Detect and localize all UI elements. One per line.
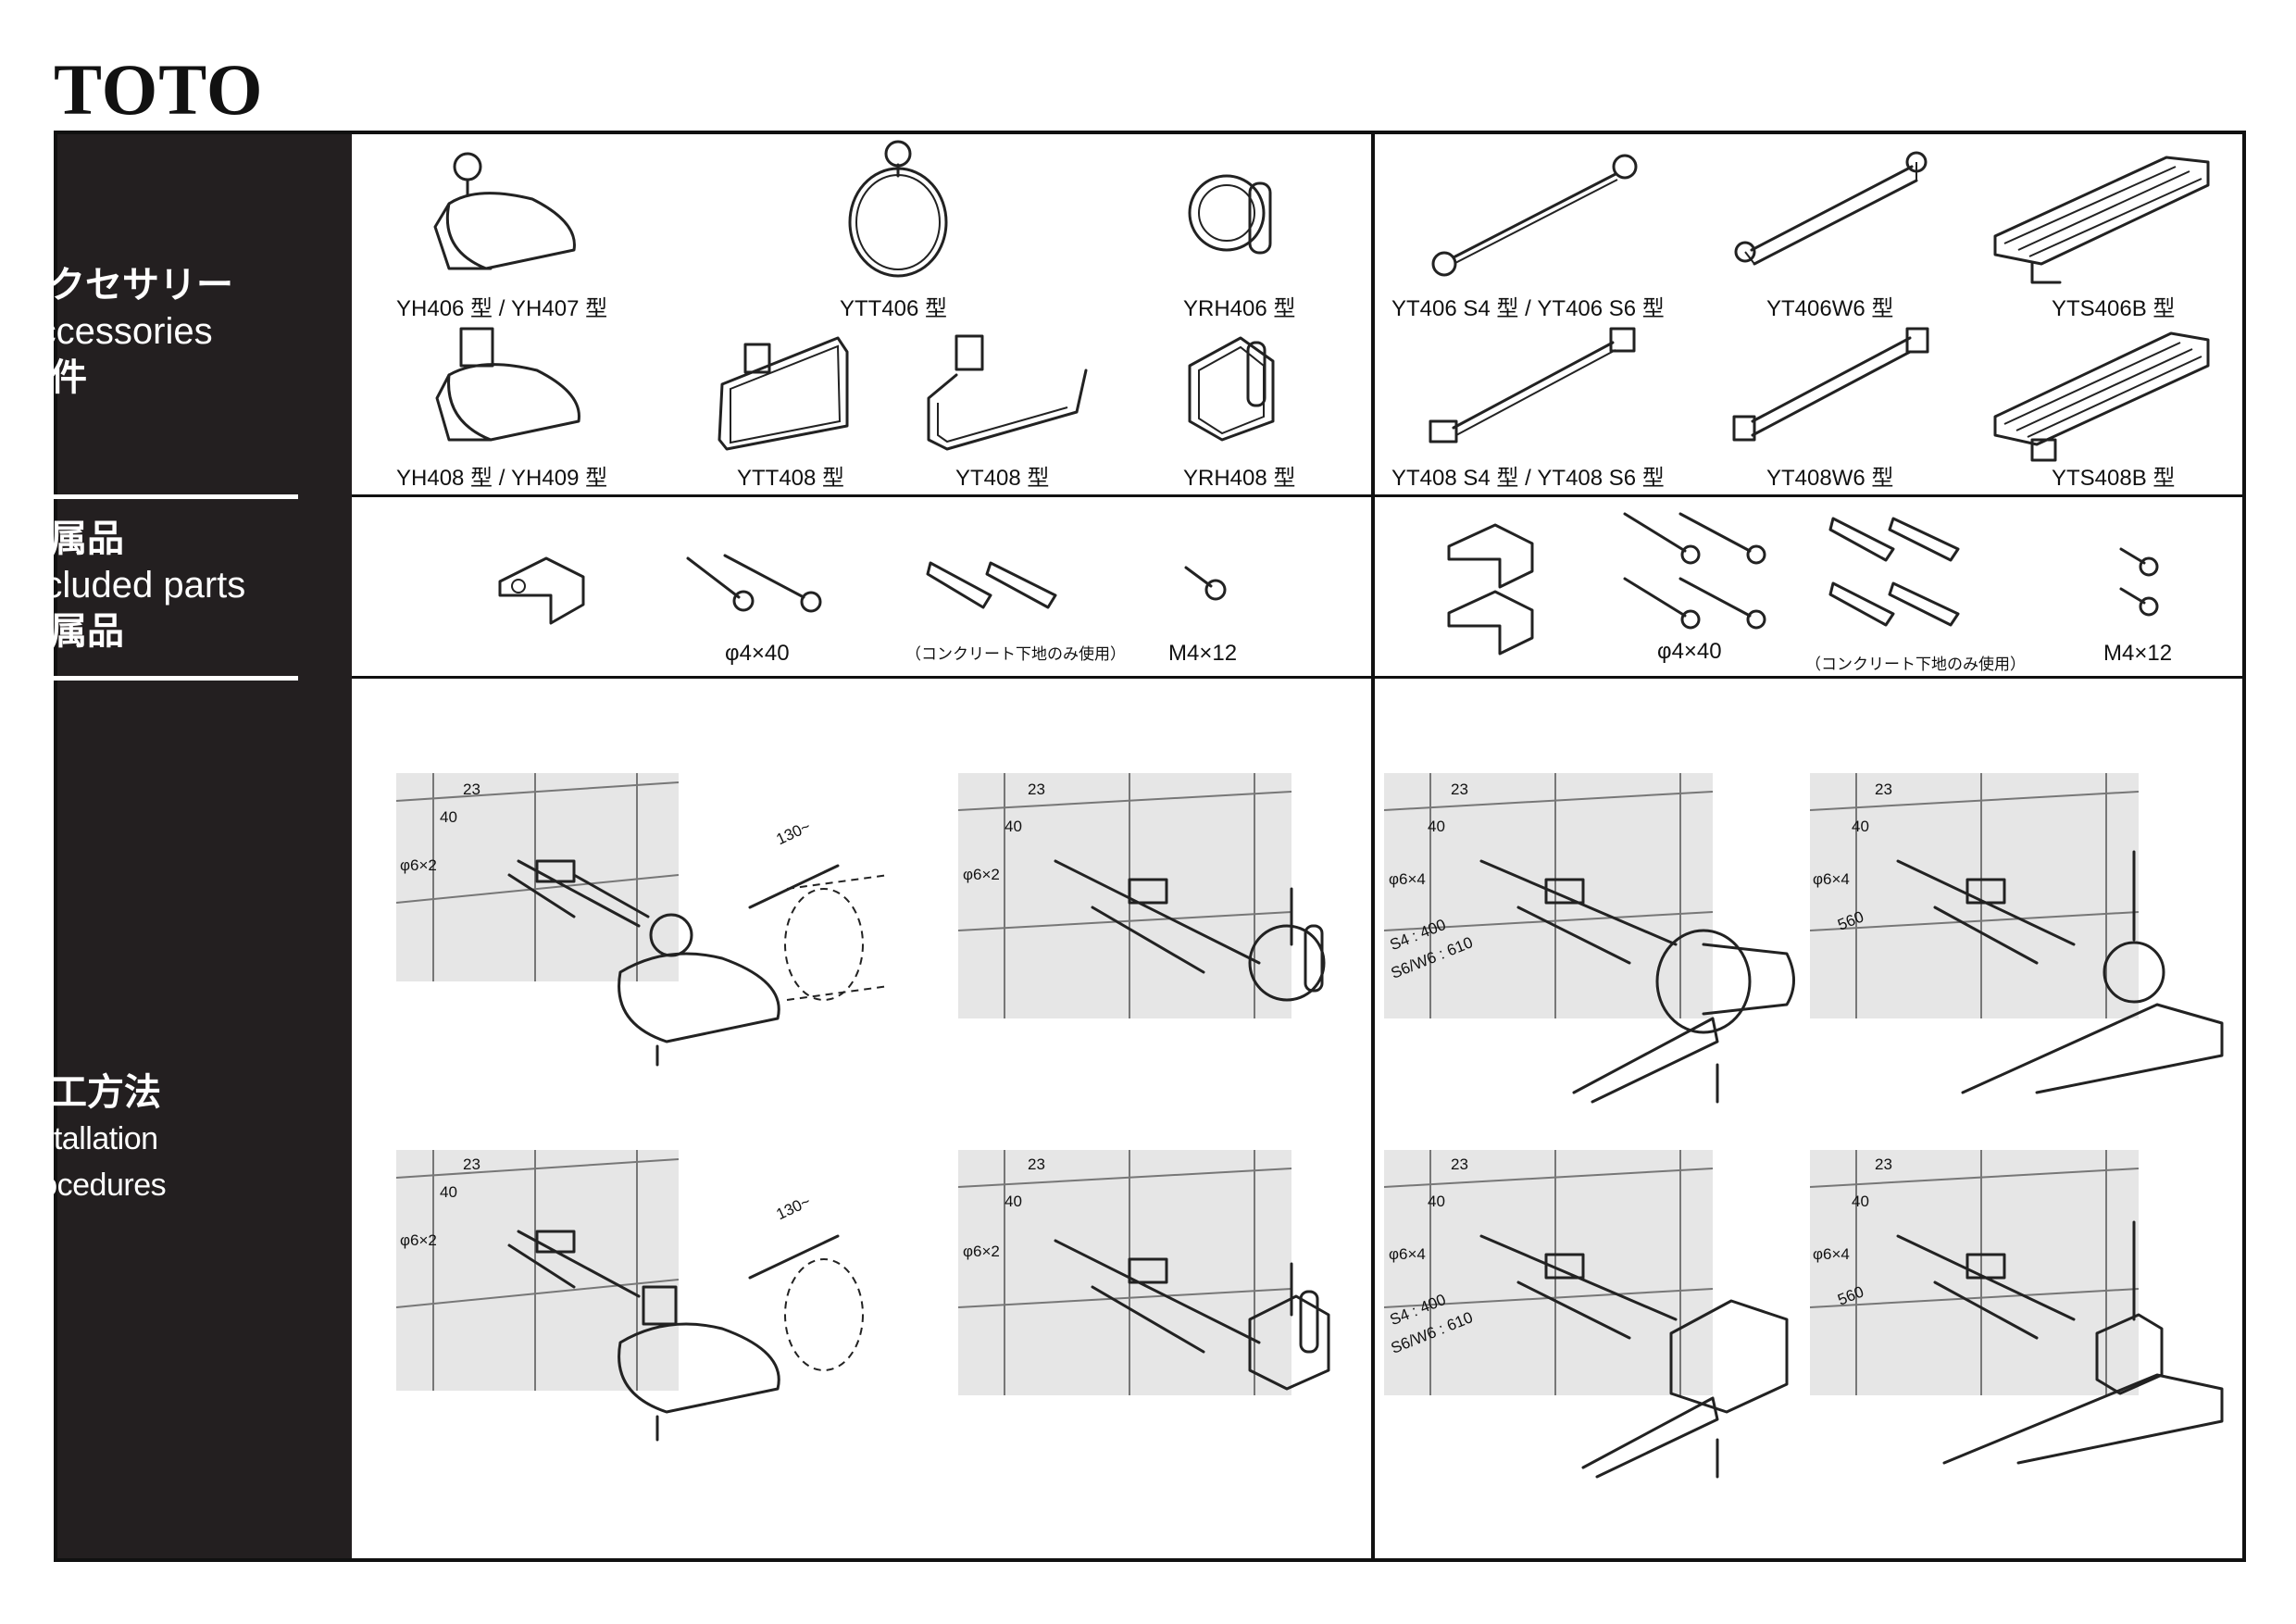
wall-tile-panel [396, 1150, 679, 1391]
wall-tile-panel [1384, 1150, 1713, 1395]
robe-hook-square-illustration [1188, 336, 1275, 442]
wall-anchor-set-icon [1828, 517, 1960, 627]
robe-hook-install-illustration [1054, 1239, 1330, 1391]
install-en: Installation procedures [13, 1121, 167, 1203]
paper-holder-install-illustration [507, 859, 890, 1067]
dimension-label: 40 [440, 1183, 457, 1201]
model-label: YT406 S4 型 / YT406 S6 型 [1391, 296, 1665, 321]
install-ja: 施工方法 [13, 1072, 161, 1113]
dimension-label: 23 [1875, 1156, 1892, 1173]
main-frame [54, 131, 2246, 1562]
hole-spec-label: φ6×2 [963, 866, 1000, 883]
towel-bar-install-illustration [1479, 1234, 1789, 1479]
parts-zh: 附属品 [13, 611, 124, 652]
towel-bar-install-illustration [1479, 859, 1795, 1104]
hole-spec-label: φ6×2 [963, 1243, 1000, 1260]
sidebar [54, 131, 352, 1562]
screw-size-label: φ4×40 [1657, 639, 1722, 664]
robe-hook-install-illustration [1054, 859, 1326, 1002]
dimension-label: 40 [1852, 1193, 1869, 1210]
wood-screw-icon [686, 554, 822, 613]
model-label: YT408 S4 型 / YT408 S6 型 [1391, 466, 1665, 491]
machine-bolt-icon [1184, 566, 1227, 601]
dimension-label: 40 [1428, 818, 1445, 835]
accessories-en: Accessories [13, 311, 213, 352]
robe-hook-round-illustration [1188, 174, 1272, 255]
dimension-label: 40 [1004, 818, 1022, 835]
dimension-label: 23 [1451, 781, 1468, 798]
dimension-label: 23 [1875, 781, 1892, 798]
dimension-label: 40 [1428, 1193, 1445, 1210]
double-towel-bar-round-illustration [1734, 151, 1928, 266]
model-label: YTT406 型 [840, 296, 948, 321]
towel-bar-round-illustration [1431, 154, 1638, 277]
double-towel-bar-square-illustration [1732, 327, 1929, 442]
dimension-label: 23 [1028, 781, 1045, 798]
mounting-bracket-pair-icon [1447, 523, 1534, 656]
model-label: YH408 型 / YH409 型 [396, 466, 608, 491]
towel-shelf-install-illustration [1896, 1220, 2224, 1465]
sidebar-divider [0, 676, 298, 681]
towel-shelf-install-illustration [1896, 850, 2224, 1094]
screw-size-label: φ4×40 [725, 641, 790, 666]
model-label: YTS406B 型 [2052, 296, 2176, 321]
towel-shelf-square-illustration [1993, 331, 2210, 462]
bolt-size-label: M4×12 [1168, 641, 1238, 666]
towel-shelf-round-illustration [1993, 156, 2210, 284]
dimension-label: 23 [463, 1156, 480, 1173]
model-label: YT408 型 [955, 466, 1050, 491]
towel-ring-square-illustration [718, 336, 849, 451]
dimension-label: 40 [1004, 1193, 1022, 1210]
sidebar-divider [0, 494, 298, 499]
toto-logo: TOTO [54, 49, 264, 130]
wall-anchor-icon [926, 561, 1057, 609]
parts-en: Included parts [13, 565, 246, 606]
model-label: YT408W6 型 [1766, 466, 1894, 491]
row-divider [352, 676, 2246, 679]
model-label: YH406 型 / YH407 型 [396, 296, 608, 321]
model-label: YTT408 型 [737, 466, 845, 491]
paper-holder-square-illustration [435, 327, 580, 442]
paper-holder-install-illustration [507, 1230, 864, 1442]
sidebar-install: 施工方法 Installation procedures [0, 1069, 298, 1208]
paper-holder-bar-illustration [927, 334, 1088, 451]
mounting-bracket-icon [498, 556, 585, 625]
wood-screw-set-icon [1623, 512, 1766, 630]
hole-spec-label: φ6×2 [400, 1231, 437, 1249]
dimension-label: 40 [1852, 818, 1869, 835]
hole-spec-label: φ6×4 [1389, 870, 1426, 888]
hole-spec-label: φ6×4 [1813, 1245, 1850, 1263]
dimension-label: 40 [440, 808, 457, 826]
sidebar-parts: 付属品 Included parts 附属品 [0, 516, 298, 655]
parts-ja: 付属品 [13, 518, 124, 559]
model-label: YRH408 型 [1183, 466, 1296, 491]
towel-bar-square-illustration [1429, 327, 1636, 443]
hole-spec-label: φ6×2 [400, 856, 437, 874]
anchor-note: （コンクリート下地のみ使用） [1805, 656, 2026, 673]
sidebar-accessories: アクセサリー Accessories 配件 [0, 262, 298, 401]
model-label: YT406W6 型 [1766, 296, 1894, 321]
dimension-label: 23 [463, 781, 480, 798]
model-label: YTS408B 型 [2052, 466, 2176, 491]
hole-spec-label: φ6×4 [1813, 870, 1850, 888]
wall-tile-panel [958, 1150, 1292, 1395]
hole-spec-label: φ6×4 [1389, 1245, 1426, 1263]
machine-bolt-set-icon [2119, 547, 2159, 617]
column-divider [1371, 131, 1375, 1562]
towel-ring-round-illustration [848, 140, 948, 278]
dimension-label: 23 [1451, 1156, 1468, 1173]
anchor-note: （コンクリート下地のみ使用） [905, 645, 1126, 663]
accessories-zh: 配件 [13, 357, 87, 398]
dimension-label: 23 [1028, 1156, 1045, 1173]
row-divider [352, 494, 2246, 497]
accessories-ja: アクセサリー [13, 265, 233, 306]
model-label: YRH406 型 [1183, 296, 1296, 321]
paper-holder-round-illustration [433, 152, 576, 270]
bolt-size-label: M4×12 [2103, 641, 2173, 666]
